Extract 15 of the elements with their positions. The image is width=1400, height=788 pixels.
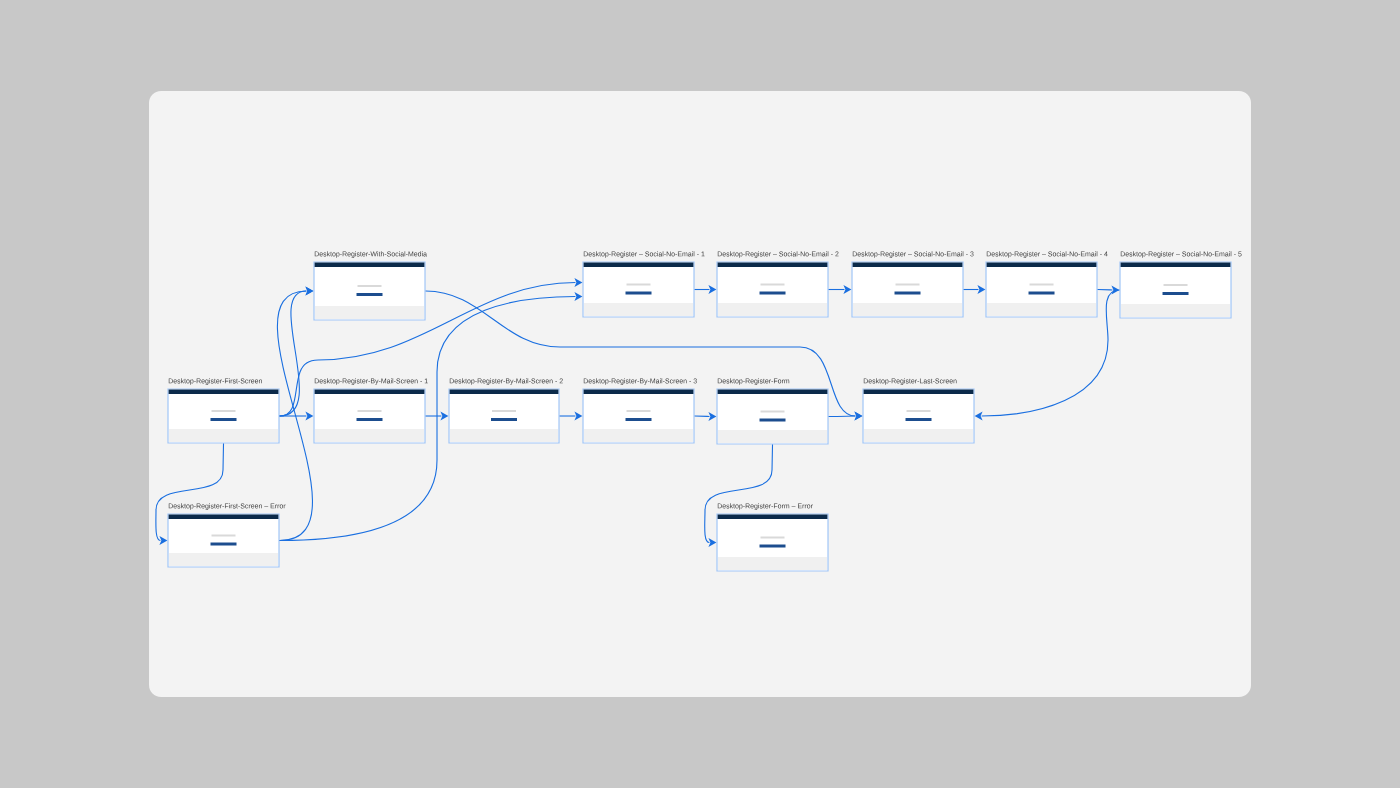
connector-arrow [425,411,449,421]
connector-arrow [974,289,1120,421]
connector-arrow [279,411,314,421]
connector-arrow [828,411,863,421]
connector-arrow [828,285,852,294]
connector-arrow [963,285,986,294]
connector-arrow [279,292,583,542]
connector-arrow [276,286,314,542]
connector-arrow [559,411,583,421]
connector-arrow [1097,285,1120,295]
connector-arrow [694,412,717,421]
connector-arrow [155,443,225,545]
connector-arrow [704,444,774,547]
connector-arrow [694,285,717,294]
connector-arrow [279,278,583,417]
